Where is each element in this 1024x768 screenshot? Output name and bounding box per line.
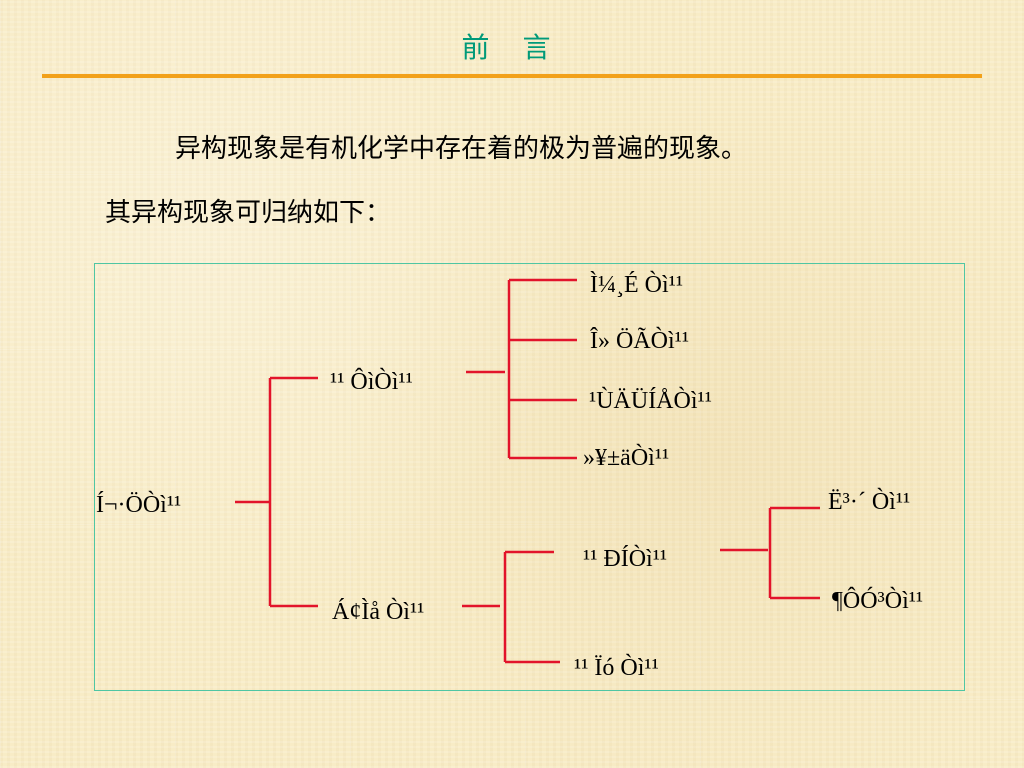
node-configuration: ¹¹ Ïó Òì¹¹	[574, 655, 659, 681]
title-underline	[42, 74, 982, 78]
node-root: Í¬·ÖÒì¹¹	[96, 492, 182, 518]
classification-box	[94, 263, 965, 691]
intro-paragraph: 异构现象是有机化学中存在着的极为普遍的现象。	[175, 134, 748, 164]
node-cis-trans: Ë³·´ Òì¹¹	[828, 489, 911, 515]
node-enantiomer: ¶ÔÓ³Òì¹¹	[832, 588, 924, 614]
node-functional-group: ¹ÙÄÜÍÅÒì¹¹	[589, 388, 712, 414]
node-stereo-isomer: Á¢Ìå Òì¹¹	[332, 599, 425, 625]
slide-title: 前 言	[461, 31, 563, 64]
node-position: Î» ÖÃÒì¹¹	[590, 328, 690, 354]
summary-paragraph: 其异构现象可归纳如下：	[105, 198, 392, 228]
node-conformation: ¹¹ ÐÍÒì¹¹	[583, 546, 668, 572]
node-carbon-skeleton: Ì¼¸É Òì¹¹	[590, 272, 684, 298]
node-tautomer: »¥±äÒì¹¹	[583, 445, 670, 471]
node-structural-isomer: ¹¹ ÔìÒì¹¹	[330, 369, 413, 395]
